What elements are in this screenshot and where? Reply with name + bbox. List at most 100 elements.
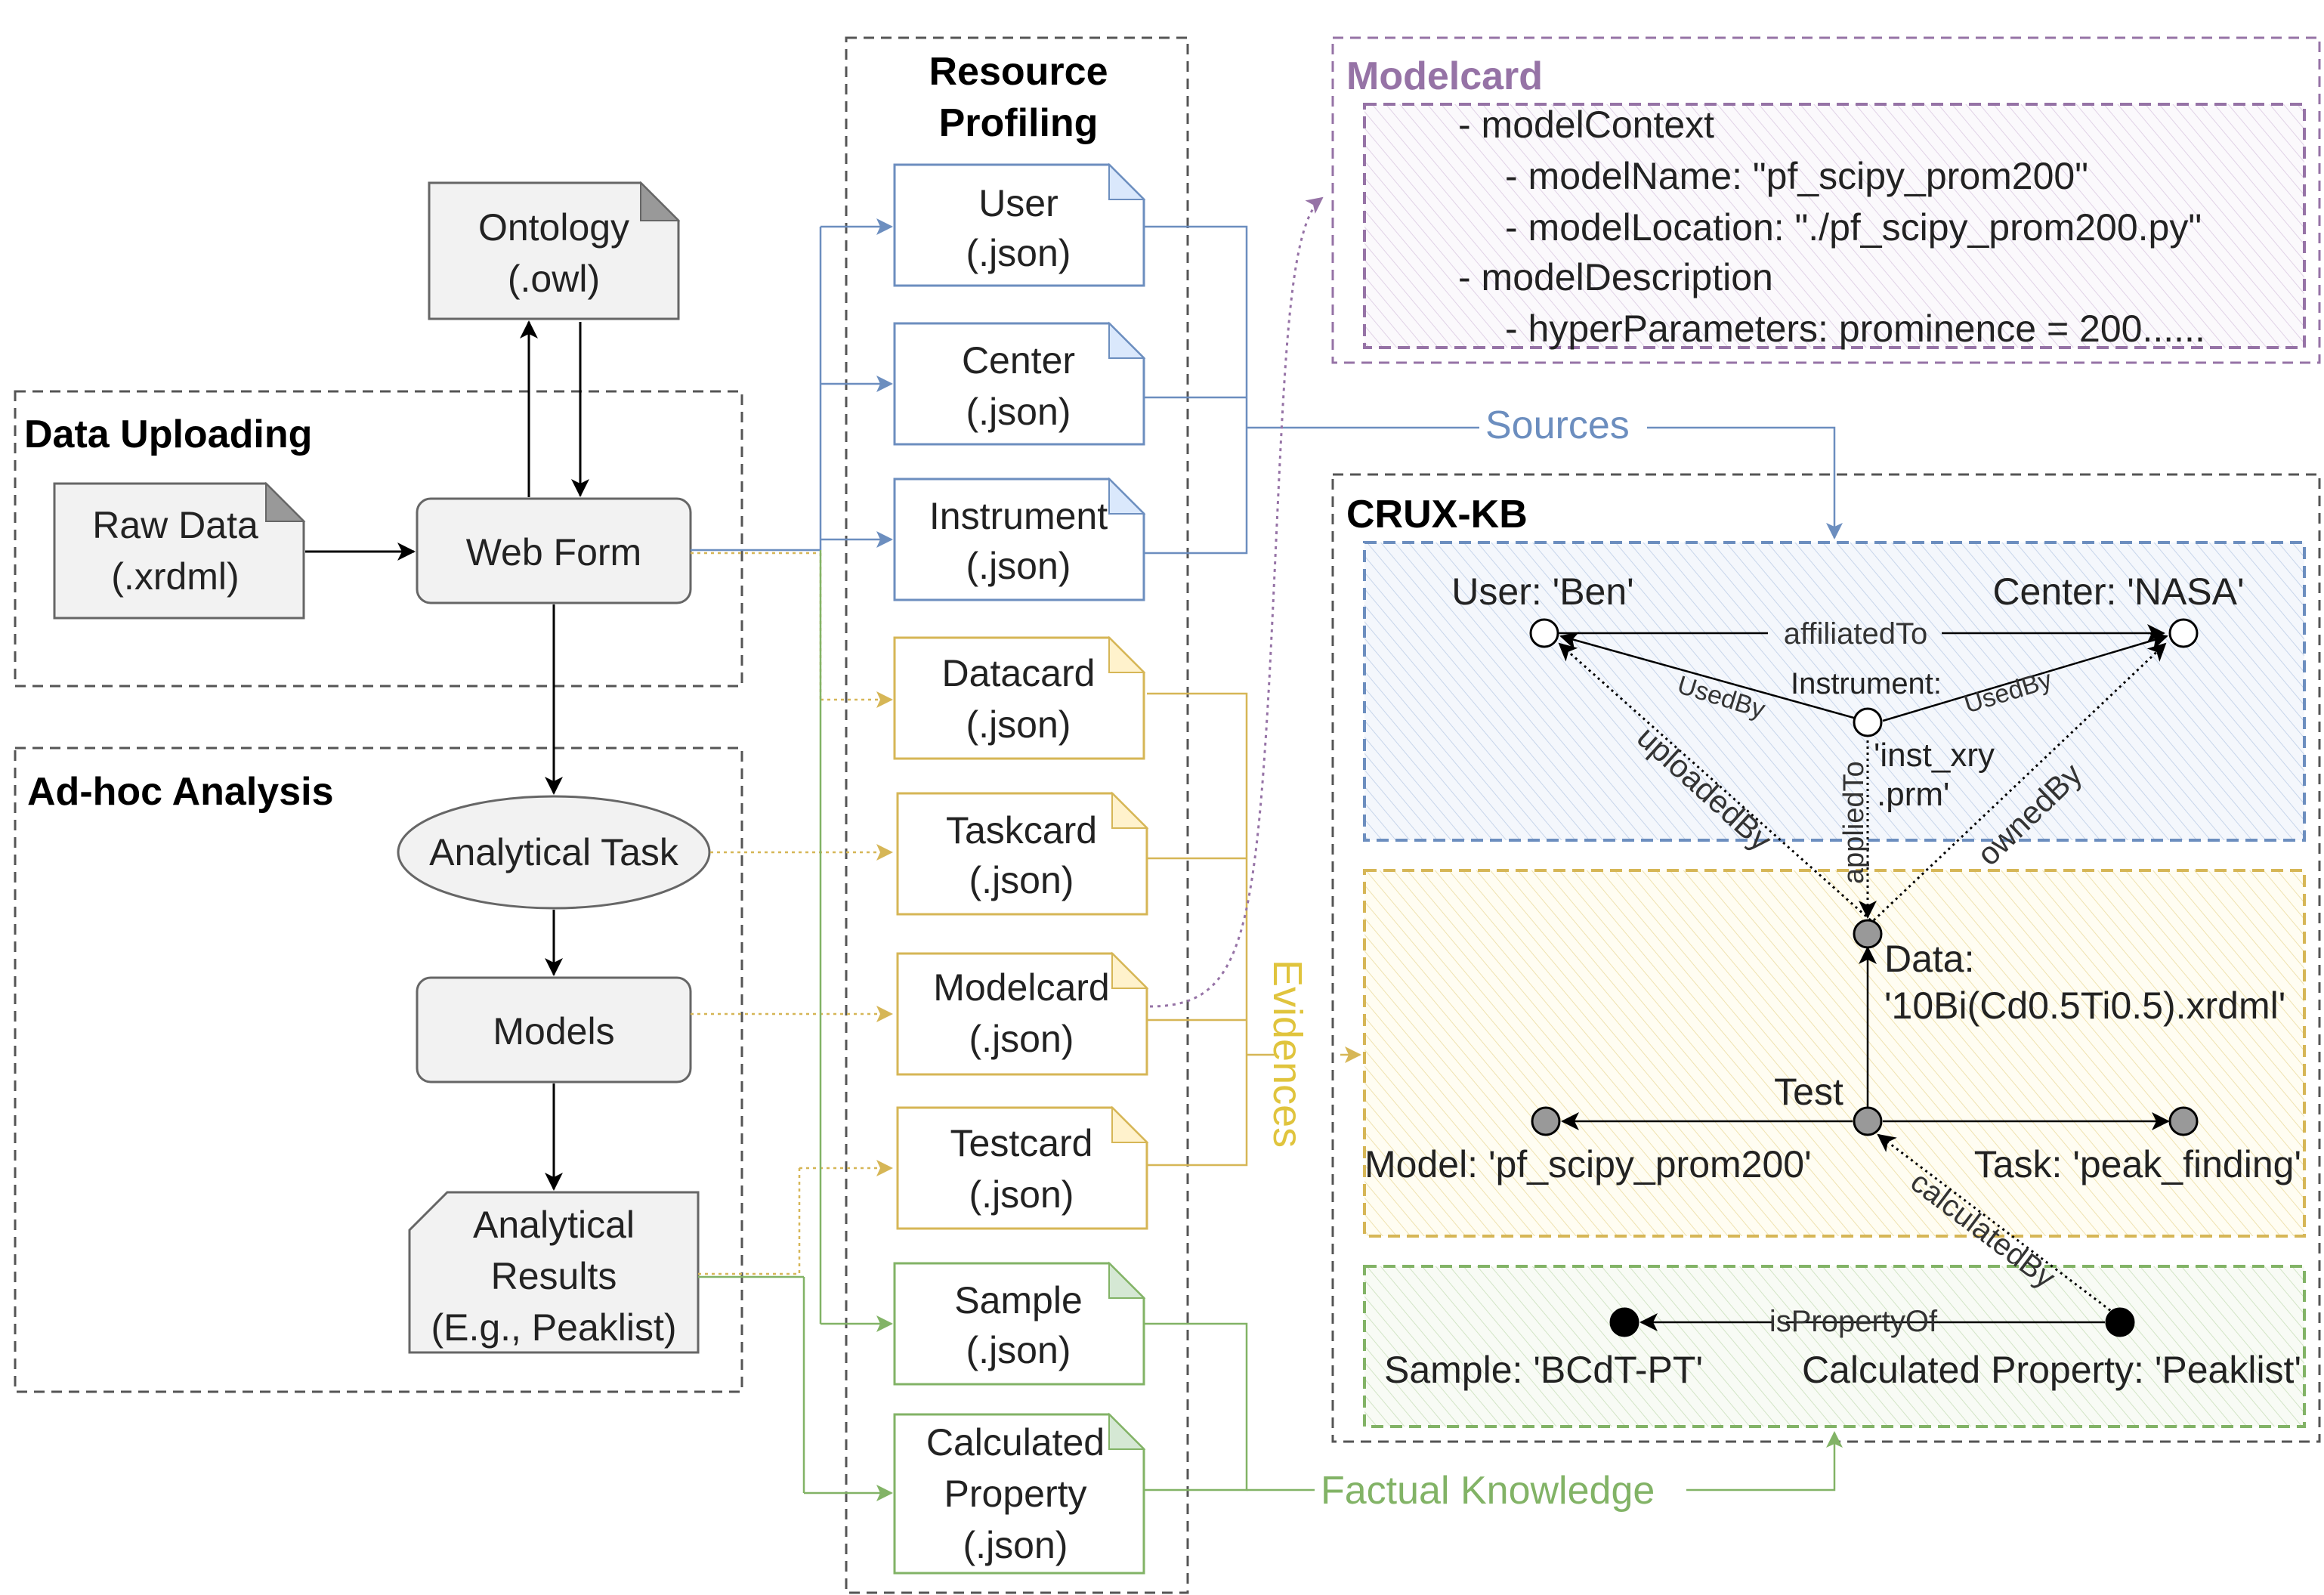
- label-instrument-2: 'inst_xry: [1874, 737, 1995, 774]
- label-sample: Sample: 'BCdT-PT': [1384, 1349, 1703, 1391]
- node-center: [2168, 618, 2199, 648]
- modelcard-panel: [1331, 36, 2321, 364]
- node-model: [1531, 1106, 1561, 1136]
- modelcard-line-2: - modelName: "pf_scipy_prom200": [1505, 155, 2088, 197]
- analytical-task-label: Analytical Task: [429, 831, 679, 873]
- label-task: Task: 'peak_finding': [1974, 1143, 2301, 1185]
- label-model: Model: 'pf_scipy_prom200': [1364, 1143, 1812, 1185]
- factual-connector: [1144, 1322, 1843, 1491]
- label-instrument-3: .prm': [1877, 776, 1949, 813]
- node-sample: [1609, 1307, 1639, 1337]
- modelcard-line-3: - modelLocation: "./pf_scipy_prom200.py": [1505, 206, 2202, 249]
- evidences-connector: [1147, 692, 1361, 1167]
- file-testcard-label-2: (.json): [969, 1173, 1074, 1216]
- label-data-1: Data:: [1884, 938, 1975, 980]
- node-calculated-property: [2105, 1307, 2135, 1337]
- file-center-label-1: Center: [962, 339, 1075, 382]
- file-instrument-label-2: (.json): [966, 545, 1071, 587]
- ontology-label-1: Ontology: [478, 206, 629, 249]
- file-calculated-property: Calculated Property (.json): [893, 1412, 1146, 1575]
- file-datacard-label-1: Datacard: [942, 652, 1096, 694]
- kb-edges: [1535, 624, 2170, 1331]
- file-modelcard: Modelcard (.json): [896, 951, 1149, 1076]
- file-sample: Sample (.json): [893, 1261, 1146, 1386]
- factual-knowledge-label: Factual Knowledge: [1321, 1469, 1655, 1513]
- raw-data-label-1: Raw Data: [92, 504, 258, 546]
- adhoc-analysis-panel: [14, 746, 743, 1393]
- file-datacard: Datacard (.json): [893, 635, 1146, 760]
- modelcard-title: Modelcard: [1346, 54, 1543, 98]
- analytical-results-label-1: Analytical: [473, 1204, 635, 1246]
- cruxkb-title: CRUX-KB: [1346, 493, 1528, 536]
- label-user: User: 'Ben': [1451, 570, 1633, 613]
- yellow-connectors: [691, 552, 893, 1275]
- file-taskcard: Taskcard (.json): [896, 791, 1149, 916]
- node-task: [2168, 1106, 2199, 1136]
- green-connectors-results: [698, 550, 893, 1501]
- node-user: [1529, 618, 1559, 648]
- label-calculated-property: Calculated Property: 'Peaklist': [1802, 1349, 2301, 1391]
- modelcard-content-box: [1363, 103, 2306, 349]
- raw-data-document: [53, 482, 305, 620]
- analytical-results-label-3: (E.g., Peaklist): [431, 1306, 676, 1349]
- edge-affiliated-to: affiliatedTo: [1784, 617, 1928, 651]
- file-calc-label-1: Calculated: [926, 1421, 1105, 1464]
- data-uploading-panel: [14, 390, 743, 688]
- node-test: [1853, 1106, 1883, 1136]
- resource-profiling-title-1: Resource: [929, 50, 1108, 94]
- analytical-results-label-2: Results: [491, 1255, 617, 1297]
- blue-connectors-webform: [691, 218, 893, 552]
- file-instrument-label-1: Instrument: [929, 495, 1108, 537]
- modelcard-line-5: - hyperParameters: prominence = 200.....…: [1505, 308, 2205, 350]
- kb-sources-region: [1363, 541, 2306, 842]
- modelcard-line-1: - modelContext: [1458, 104, 1714, 146]
- label-test: Test: [1774, 1071, 1843, 1113]
- file-taskcard-label-2: (.json): [969, 859, 1074, 901]
- file-modelcard-label-2: (.json): [969, 1018, 1074, 1060]
- label-data-2: '10Bi(Cd0.5Ti0.5).xrdml': [1884, 985, 2285, 1027]
- node-instrument: [1853, 707, 1883, 737]
- file-user: User (.json): [893, 162, 1146, 287]
- web-form-label: Web Form: [466, 531, 641, 573]
- resource-profiling-panel: [845, 36, 1189, 1594]
- file-center: Center (.json): [893, 321, 1146, 446]
- models-label: Models: [493, 1010, 614, 1053]
- file-user-label-2: (.json): [966, 232, 1071, 274]
- modelcard-link: [1149, 196, 1324, 1008]
- ontology-label-2: (.owl): [508, 258, 600, 300]
- file-sample-label-1: Sample: [954, 1279, 1083, 1321]
- file-testcard-label-1: Testcard: [950, 1122, 1093, 1164]
- edge-applied-to: appliedTo: [1838, 761, 1870, 884]
- label-center: Center: 'NASA': [1992, 570, 2244, 613]
- kb-evidences-region: [1363, 869, 2306, 1238]
- raw-data-fold: [265, 481, 306, 522]
- raw-data-label-2: (.xrdml): [111, 555, 239, 598]
- evidences-label: Evidences: [1265, 960, 1310, 1148]
- file-instrument: Instrument (.json): [893, 477, 1146, 601]
- file-sample-label-2: (.json): [966, 1329, 1071, 1371]
- file-modelcard-label-1: Modelcard: [933, 966, 1109, 1009]
- file-testcard: Testcard (.json): [896, 1105, 1149, 1230]
- resource-profiling-title-2: Profiling: [939, 101, 1099, 145]
- adhoc-analysis-title: Ad-hoc Analysis: [27, 770, 334, 814]
- file-calc-label-3: (.json): [963, 1524, 1068, 1566]
- models-box: [416, 976, 692, 1083]
- analytical-results-card: [408, 1191, 700, 1354]
- kb-factual-region: [1363, 1265, 2306, 1428]
- file-taskcard-label-1: Taskcard: [946, 809, 1097, 852]
- file-datacard-label-2: (.json): [966, 703, 1071, 746]
- file-user-label-1: User: [978, 182, 1058, 224]
- modelcard-line-4: - modelDescription: [1458, 256, 1773, 298]
- ontology-fold: [640, 181, 681, 221]
- file-calc-label-2: Property: [944, 1473, 1087, 1515]
- ontology-document: [428, 181, 680, 320]
- cruxkb-panel: [1331, 473, 2321, 1443]
- node-data: [1853, 919, 1883, 949]
- analytical-task-ellipse: [397, 795, 711, 910]
- data-uploading-title: Data Uploading: [24, 413, 312, 456]
- label-instrument-1: Instrument:: [1791, 667, 1942, 700]
- edge-is-property-of: isPropertyOf: [1769, 1305, 1938, 1338]
- sources-label: Sources: [1485, 403, 1630, 447]
- file-center-label-2: (.json): [966, 391, 1071, 433]
